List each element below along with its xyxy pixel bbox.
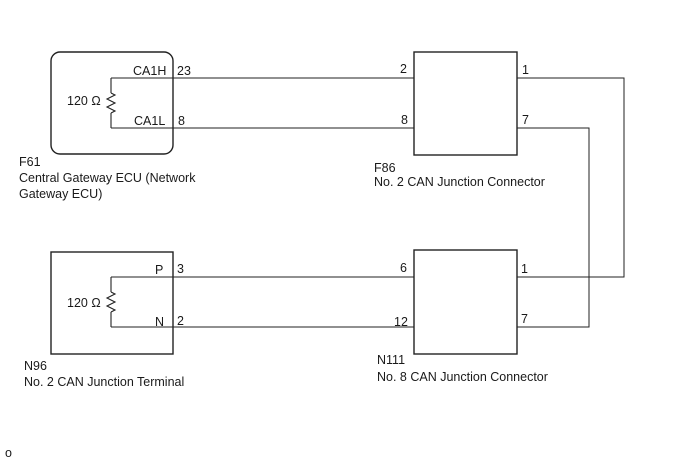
f86-pin-2: 2 (400, 62, 407, 76)
n96-pin-p-number: 3 (177, 262, 184, 276)
ecu-pin-low-number: 8 (178, 114, 185, 128)
n96-resistor-zigzag (105, 291, 117, 313)
n111-connector-box (413, 249, 518, 355)
gateway-ecu-box (50, 51, 174, 155)
ecu-pin-high-label: CA1H (133, 64, 166, 78)
f86-connector-box (413, 51, 518, 156)
ecu-name-line1: Central Gateway ECU (Network (19, 171, 196, 185)
n96-resistor-value: 120 Ω (67, 296, 101, 310)
n111-name: No. 8 CAN Junction Connector (377, 370, 548, 384)
f86-pin-7: 7 (522, 113, 529, 127)
n96-pin-n-label: N (155, 315, 164, 329)
wire-f86pin7-to-n111pin7 (517, 127, 590, 328)
ecu-name-line2: Gateway ECU) (19, 187, 102, 201)
ecu-pin-high-number: 23 (177, 64, 191, 78)
ecu-resistor-zigzag (105, 92, 117, 114)
ecu-pin-low-label: CA1L (134, 114, 165, 128)
wire-f86pin1-to-n111pin1 (517, 77, 625, 278)
f86-pin-1: 1 (522, 63, 529, 77)
n96-terminal-box (50, 251, 174, 355)
footer-mark: o (5, 446, 12, 460)
n111-pin-7: 7 (521, 312, 528, 326)
f86-name: No. 2 CAN Junction Connector (374, 175, 545, 189)
n111-pin-1: 1 (521, 262, 528, 276)
f86-pin-8: 8 (401, 113, 408, 127)
n111-pin-12: 12 (394, 315, 408, 329)
n96-pin-p-label: P (155, 263, 163, 277)
f86-code: F86 (374, 161, 396, 175)
ecu-resistor-value: 120 Ω (67, 94, 101, 108)
n111-pin-6: 6 (400, 261, 407, 275)
n111-code: N111 (377, 353, 405, 367)
n96-name: No. 2 CAN Junction Terminal (24, 375, 184, 389)
n96-code: N96 (24, 359, 47, 373)
ecu-code: F61 (19, 155, 41, 169)
n96-pin-n-number: 2 (177, 314, 184, 328)
